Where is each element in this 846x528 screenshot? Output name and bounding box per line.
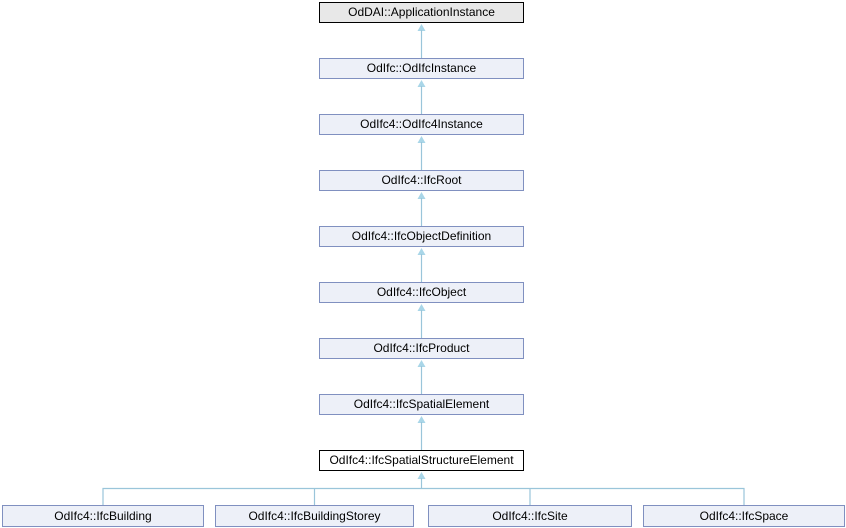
class-node-odifc4-ifcbuildingstorey[interactable]: OdIfc4::IfcBuildingStorey [215,505,414,527]
class-node-odifc-odifcinstance[interactable]: OdIfc::OdIfcInstance [319,58,524,79]
class-node-odifc4-ifcspatialstructureelement: OdIfc4::IfcSpatialStructureElement [319,450,524,471]
inheritance-arrowhead-1 [417,24,426,31]
class-node-odifc4-ifcspatialelement[interactable]: OdIfc4::IfcSpatialElement [319,394,524,415]
class-node-odifc4-ifcspace[interactable]: OdIfc4::IfcSpace [643,505,845,527]
inheritance-arrowhead-4 [417,192,426,199]
inheritance-arrowhead-children [417,472,426,479]
inheritance-arrowhead-3 [417,136,426,143]
class-node-odifc4-ifcsite[interactable]: OdIfc4::IfcSite [428,505,632,527]
inheritance-arrowhead-5 [417,248,426,255]
class-node-oddai-applicationinstance: OdDAI::ApplicationInstance [319,2,524,23]
children-connector-bus [102,487,745,505]
inheritance-arrowhead-2 [417,80,426,87]
class-node-odifc4-ifcbuilding[interactable]: OdIfc4::IfcBuilding [2,505,204,527]
inheritance-arrowhead-8 [417,416,426,423]
class-node-odifc4-ifcobjectdefinition[interactable]: OdIfc4::IfcObjectDefinition [319,226,524,247]
class-node-odifc4-ifcroot[interactable]: OdIfc4::IfcRoot [319,170,524,191]
class-node-odifc4-odifc4instance[interactable]: OdIfc4::OdIfc4Instance [319,114,524,135]
inheritance-arrowhead-7 [417,360,426,367]
inheritance-arrowhead-6 [417,304,426,311]
class-node-odifc4-ifcproduct[interactable]: OdIfc4::IfcProduct [319,338,524,359]
class-node-odifc4-ifcobject[interactable]: OdIfc4::IfcObject [319,282,524,303]
